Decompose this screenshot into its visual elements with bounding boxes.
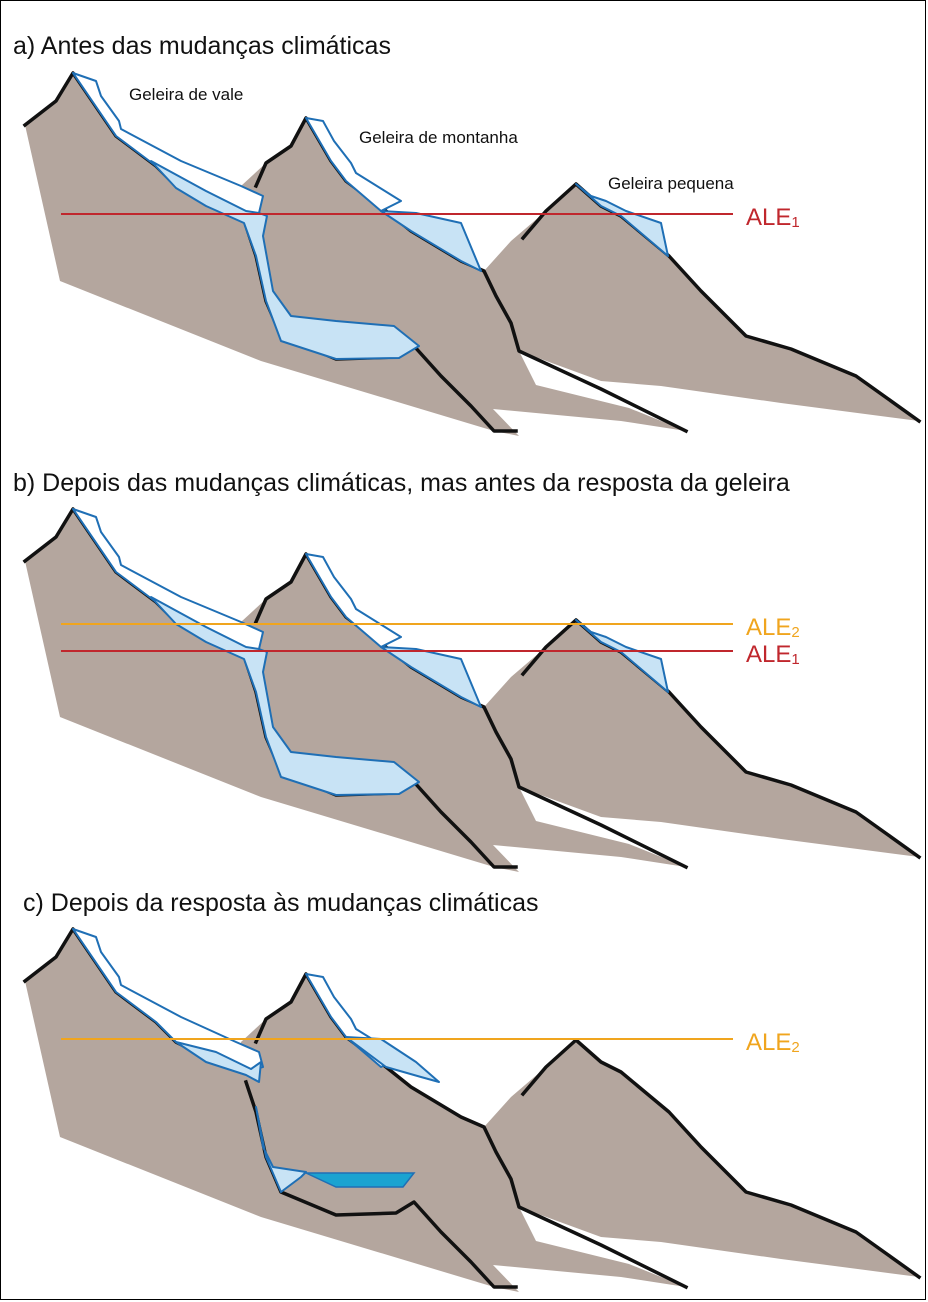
ale2-base: ALE	[746, 1029, 791, 1056]
ale2-label: ALE2	[746, 614, 800, 641]
panel-b-mountains	[23, 507, 921, 874]
panel-a-title: a) Antes das mudanças climáticas	[13, 32, 391, 60]
ale2-base: ALE	[746, 614, 791, 641]
ale2-sub: 2	[791, 624, 799, 641]
panel-a: a) Antes das mudanças climáticas Geleira…	[13, 32, 921, 438]
ale1-sub: 1	[791, 214, 799, 231]
ale1-base: ALE	[746, 641, 791, 668]
label-mountain-glacier: Geleira de montanha	[359, 128, 518, 147]
panel-c-mountains	[23, 927, 921, 1294]
label-valley-glacier: Geleira de vale	[129, 85, 243, 104]
panel-c-title: c) Depois da resposta às mudanças climát…	[23, 889, 539, 917]
ale1-base: ALE	[746, 204, 791, 231]
ale2-label: ALE2	[746, 1029, 800, 1056]
panel-b-title: b) Depois das mudanças climáticas, mas a…	[13, 469, 790, 497]
ale1-label: ALE1	[746, 204, 800, 231]
ale1-sub: 1	[791, 651, 799, 668]
label-small-glacier: Geleira pequena	[608, 174, 734, 193]
ale1-label: ALE1	[746, 641, 800, 668]
ale2-sub: 2	[791, 1039, 799, 1056]
panel-c: c) Depois da resposta às mudanças climát…	[23, 889, 921, 1294]
panel-b: b) Depois das mudanças climáticas, mas a…	[13, 469, 921, 874]
